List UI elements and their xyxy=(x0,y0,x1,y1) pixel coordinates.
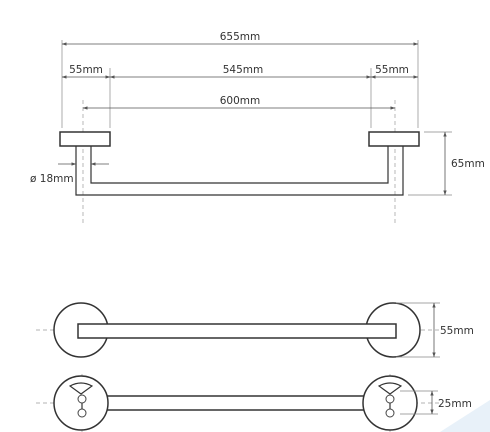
left-base-plate xyxy=(59,131,111,147)
bar-top-view xyxy=(77,323,397,339)
bar-outer-outline xyxy=(75,146,404,196)
dim-label-left-base: 55mm xyxy=(69,64,103,76)
left-screw-hole-bottom xyxy=(77,408,87,418)
mounting-view: 25mm xyxy=(36,374,472,432)
dim-label-projection: 65mm xyxy=(451,158,485,170)
left-screw-hole-top xyxy=(77,394,87,404)
bar-inner-outline xyxy=(90,146,389,184)
dim-label-center-distance: 600mm xyxy=(220,95,261,107)
right-base-plate xyxy=(368,131,420,147)
right-screw-hole-top xyxy=(385,394,395,404)
left-mount-bracket xyxy=(68,382,94,395)
right-mount-bracket xyxy=(377,382,403,395)
front-view: 655mm 55mm 545mm 55mm 600mm ø 18mm 65mm xyxy=(30,31,485,225)
dim-label-diameter: ø 18mm xyxy=(30,173,74,185)
right-screw-hole-bottom xyxy=(385,408,395,418)
top-view: 55mm xyxy=(36,302,474,358)
watermark-corner xyxy=(440,400,490,432)
bar-mounting-view xyxy=(103,395,371,411)
dim-label-base-diameter: 55mm xyxy=(440,325,474,337)
dim-label-bar: 545mm xyxy=(223,64,264,76)
dim-label-mount-height: 25mm xyxy=(438,398,472,410)
dim-label-overall: 655mm xyxy=(220,31,261,43)
dim-label-right-base: 55mm xyxy=(375,64,409,76)
